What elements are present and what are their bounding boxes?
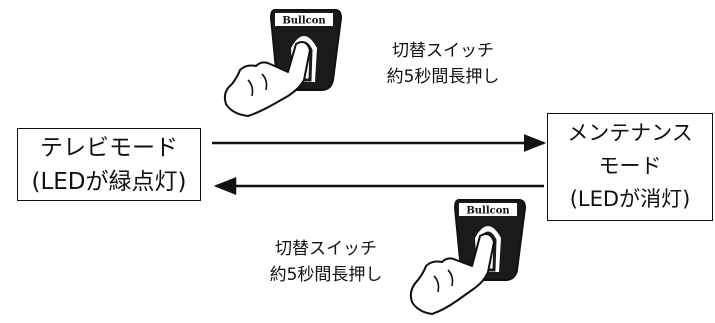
brand-label-bottom: Bullcon <box>466 206 510 217</box>
hand-icon-top <box>223 41 311 117</box>
caption-to-maintenance: 切替スイッチ 約5秒間長押し <box>348 38 538 90</box>
maintenance-mode-box: メンテナンス モード (LEDが消灯) <box>547 113 713 221</box>
caption-to-maintenance-line2: 約5秒間長押し <box>386 67 500 87</box>
hand-icon-bottom <box>409 233 495 315</box>
caption-to-maintenance-line1: 切替スイッチ <box>392 41 494 61</box>
caption-to-tv: 切替スイッチ 約5秒間長押し <box>231 236 421 288</box>
caption-to-tv-line1: 切替スイッチ <box>275 239 377 259</box>
tv-mode-title: テレビモード <box>40 135 178 161</box>
maintenance-mode-title-line1: メンテナンス <box>567 121 693 145</box>
tv-mode-led-state: (LEDが緑点灯) <box>31 169 187 195</box>
tv-mode-box: テレビモード (LEDが緑点灯) <box>17 128 201 201</box>
maintenance-mode-led-state: (LEDが消灯) <box>569 187 691 211</box>
brand-label-top: Bullcon <box>282 16 326 27</box>
caption-to-tv-line2: 約5秒間長押し <box>269 265 383 285</box>
maintenance-mode-title-line2: モード <box>598 154 662 178</box>
